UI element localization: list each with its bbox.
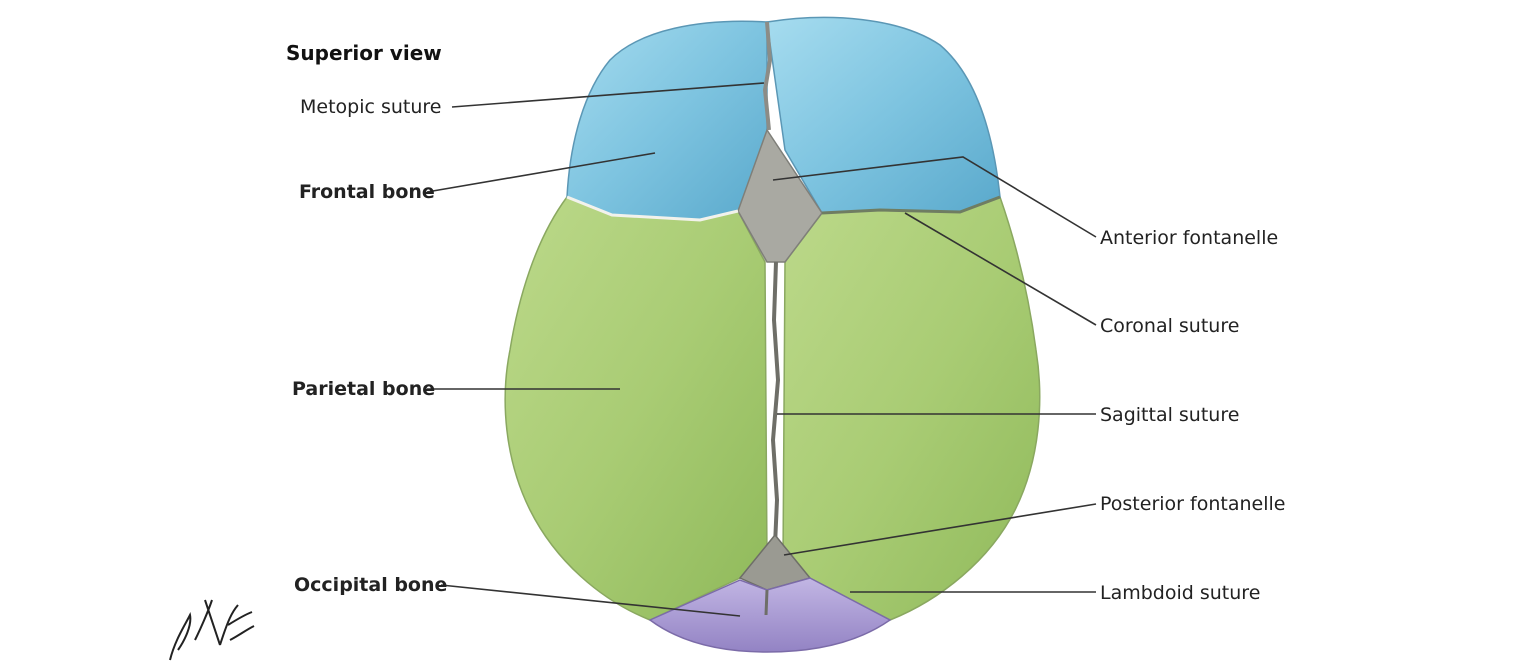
occipital-bone-area: [648, 577, 892, 653]
parietal-bone-left: [504, 196, 768, 621]
leader-anterior-fontanelle: [772, 156, 1097, 238]
artist-signature: [169, 599, 255, 661]
leader-coronal-suture: [904, 212, 1097, 326]
label-occipital-bone: Occipital bone: [294, 574, 448, 596]
metopic-suture-line: [762, 21, 773, 131]
parietal-bone-right: [782, 196, 1041, 621]
label-frontal-bone: Frontal bone: [299, 181, 435, 203]
leader-frontal-bone: [426, 152, 656, 193]
label-posterior-fontanelle: Posterior fontanelle: [1100, 493, 1286, 515]
frontal-bone-left: [566, 20, 768, 221]
label-lambdoid-suture: Lambdoid suture: [1100, 582, 1261, 604]
label-parietal-bone: Parietal bone: [292, 378, 436, 400]
leader-metopic-suture: [451, 82, 765, 108]
frontal-bone-right: [766, 16, 1001, 214]
leader-lines: [426, 82, 1097, 617]
leader-posterior-fontanelle: [783, 503, 1097, 556]
leader-occipital-bone: [440, 584, 741, 617]
label-coronal-suture: Coronal suture: [1100, 315, 1240, 337]
label-metopic-suture: Metopic suture: [300, 96, 442, 118]
sagittal-suture-line: [770, 261, 781, 546]
label-sagittal-suture: Sagittal suture: [1100, 404, 1240, 426]
diagram-title: Superior view: [286, 41, 442, 65]
label-anterior-fontanelle: Anterior fontanelle: [1100, 227, 1279, 249]
